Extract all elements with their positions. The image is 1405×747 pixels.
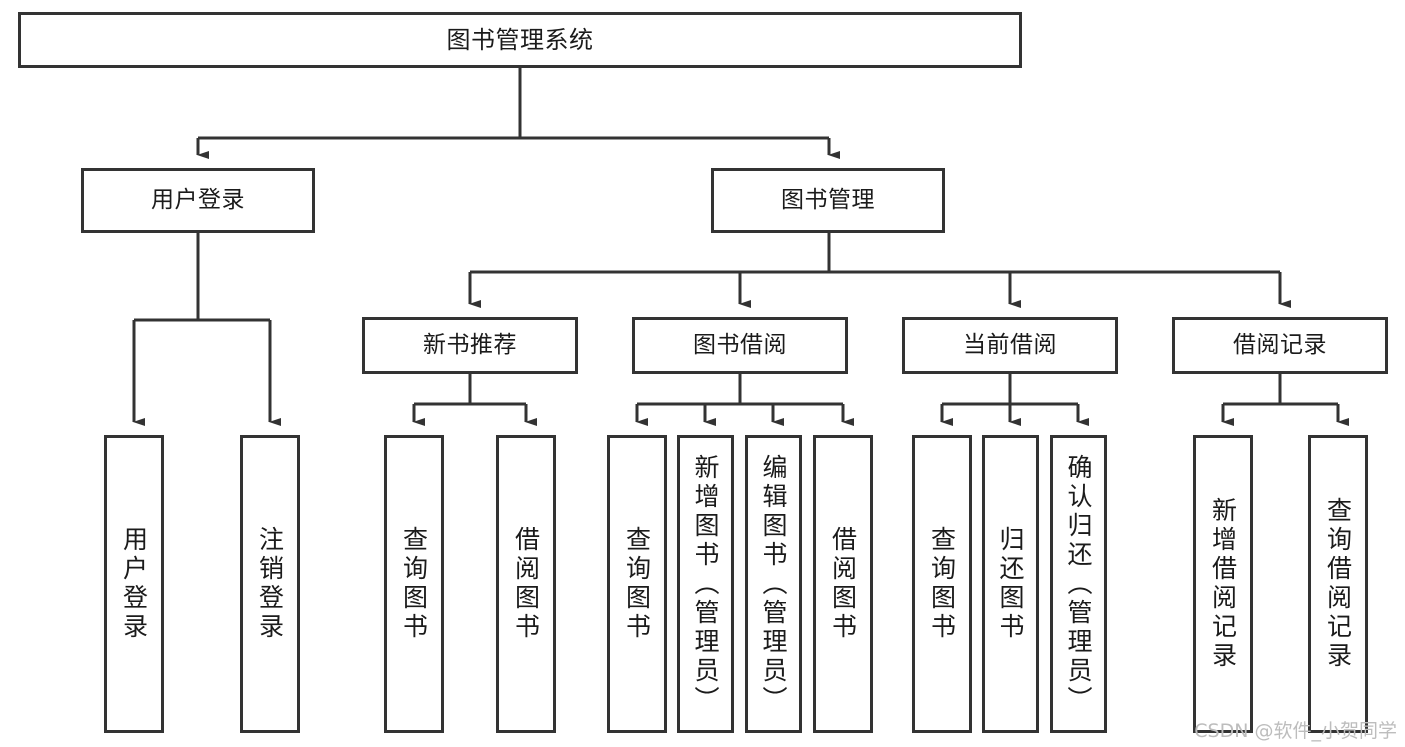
node-label: 借阅图书 xyxy=(511,526,541,642)
leaf-query-book-new[interactable]: 查询图书 xyxy=(384,435,444,733)
leaf-query-borrow-record[interactable]: 查询借阅记录 xyxy=(1308,435,1368,733)
node-label: 图书借阅 xyxy=(693,331,787,358)
leaf-add-borrow-record[interactable]: 新增借阅记录 xyxy=(1193,435,1253,733)
leaf-query-book-borrow[interactable]: 查询图书 xyxy=(607,435,667,733)
leaf-edit-book-admin[interactable]: 编辑图书（管理员） xyxy=(745,435,802,733)
node-user-login[interactable]: 用户登录 xyxy=(81,168,315,233)
node-label: 新书推荐 xyxy=(423,331,517,358)
node-book-borrow[interactable]: 图书借阅 xyxy=(632,317,848,374)
node-label: 当前借阅 xyxy=(963,331,1057,358)
node-label: 查询图书 xyxy=(622,526,652,642)
node-label: 归还图书 xyxy=(996,526,1025,642)
leaf-return-book[interactable]: 归还图书 xyxy=(982,435,1039,733)
node-label: 图书管理系统 xyxy=(446,25,594,54)
node-label: 查询借阅记录 xyxy=(1323,497,1353,671)
node-label: 图书管理 xyxy=(781,186,875,213)
node-label: 用户登录 xyxy=(119,526,149,642)
node-new-book-recommend[interactable]: 新书推荐 xyxy=(362,317,578,374)
node-label: 注销登录 xyxy=(255,526,285,642)
leaf-borrow-book-new[interactable]: 借阅图书 xyxy=(496,435,556,733)
node-label: 借阅记录 xyxy=(1233,331,1327,358)
leaf-user-logout[interactable]: 注销登录 xyxy=(240,435,300,733)
node-label: 查询图书 xyxy=(399,526,429,642)
leaf-borrow-book[interactable]: 借阅图书 xyxy=(813,435,873,733)
node-borrow-record[interactable]: 借阅记录 xyxy=(1172,317,1388,374)
node-book-management[interactable]: 图书管理 xyxy=(711,168,945,233)
leaf-user-login[interactable]: 用户登录 xyxy=(104,435,164,733)
node-label: 用户登录 xyxy=(151,186,245,213)
node-root-system[interactable]: 图书管理系统 xyxy=(18,12,1022,68)
node-label: 查询图书 xyxy=(927,526,957,642)
node-label: 新增借阅记录 xyxy=(1208,497,1238,671)
node-current-borrow[interactable]: 当前借阅 xyxy=(902,317,1118,374)
node-label: 编辑图书（管理员） xyxy=(759,453,788,715)
leaf-query-book-current[interactable]: 查询图书 xyxy=(912,435,972,733)
leaf-confirm-return-admin[interactable]: 确认归还（管理员） xyxy=(1050,435,1107,733)
node-label: 新增图书（管理员） xyxy=(691,453,720,715)
leaf-add-book-admin[interactable]: 新增图书（管理员） xyxy=(677,435,734,733)
csdn-watermark: CSDN @软件_小贺同学 xyxy=(1194,720,1397,742)
node-label: 确认归还（管理员） xyxy=(1064,453,1093,715)
node-label: 借阅图书 xyxy=(828,526,858,642)
